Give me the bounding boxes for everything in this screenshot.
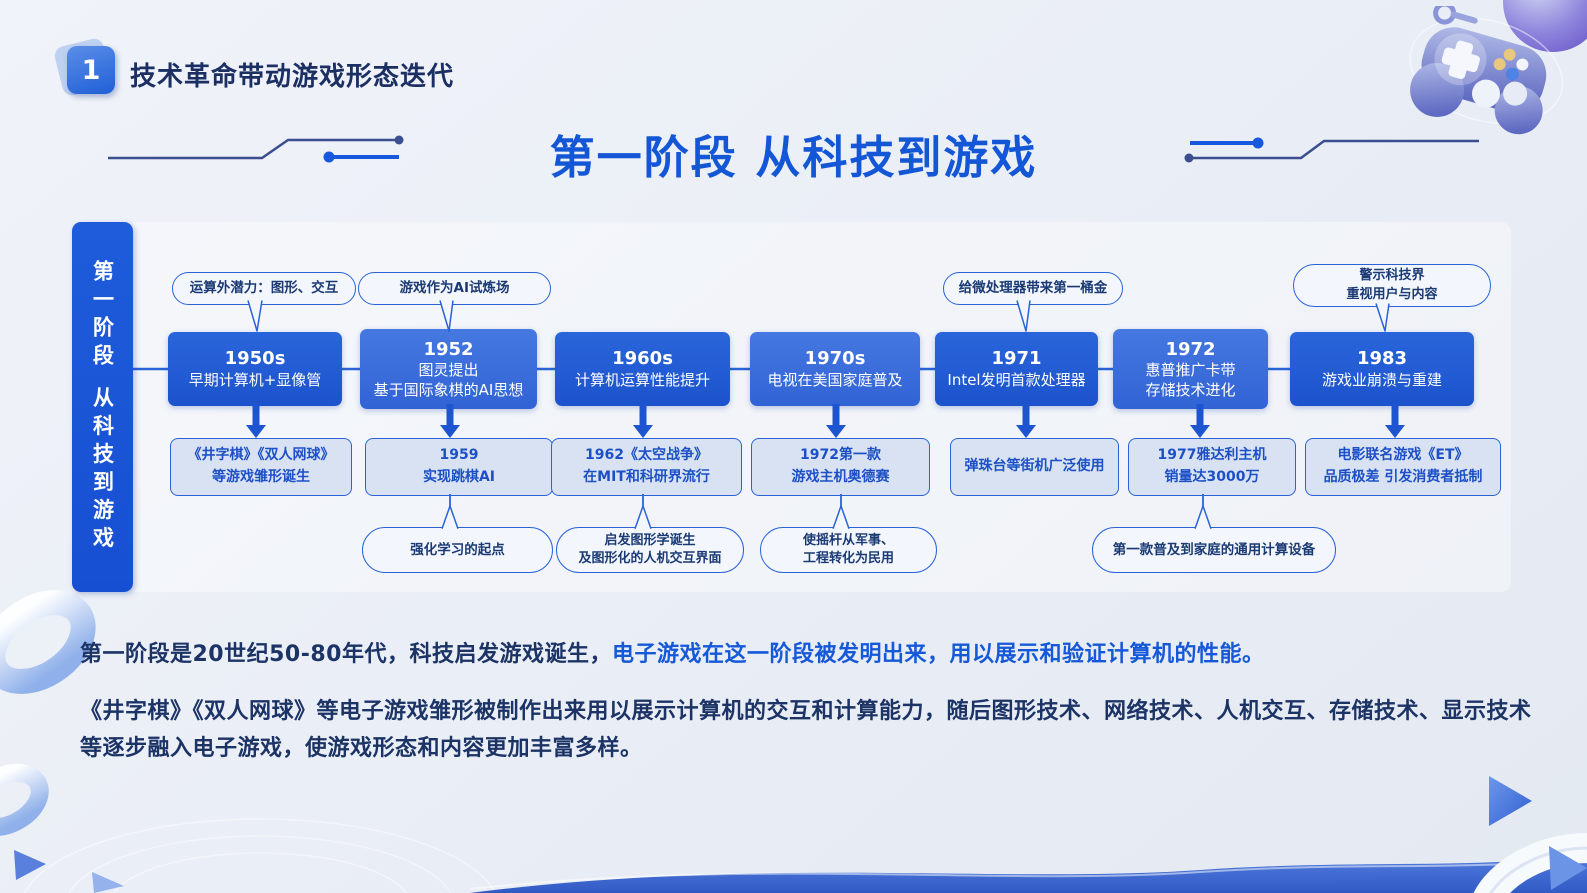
timeline-event-1983: 1983 游戏业崩溃与重建 (1290, 332, 1474, 406)
event-desc: 图灵提出 基于国际象棋的AI思想 (373, 360, 524, 399)
detail-box: 1962《太空战争》 在MIT和科研界流行 (551, 438, 742, 496)
callout-bubble: 游戏作为AI试炼场 (358, 272, 551, 305)
detail-box: 1959 实现跳棋AI (365, 438, 553, 496)
timeline-event-1971: 1971 Intel发明首款处理器 (935, 332, 1098, 406)
triangle-decoration (1489, 776, 1532, 826)
event-year: 1960s (612, 348, 673, 370)
event-year: 1971 (991, 348, 1042, 370)
event-year: 1972 (1165, 338, 1216, 360)
ring-decoration (1467, 833, 1587, 893)
triangle-decoration (1549, 846, 1587, 890)
timeline-event-1972: 1972 惠普推广卡带 存储技术进化 (1113, 329, 1268, 409)
callout-bubble: 警示科技界 重视用户与内容 (1293, 264, 1491, 307)
summary-lead-text: 第一阶段是20世纪50-80年代，科技启发游戏诞生， (80, 642, 612, 667)
triangle-decoration (14, 850, 46, 880)
detail-box: 《井字棋》《双人网球》 等游戏雏形诞生 (170, 438, 352, 496)
wave-band-decoration (470, 854, 1587, 893)
torus-decoration-bottom (0, 763, 49, 837)
detail-box: 电影联名游戏《ET》 品质极差 引发消费者抵制 (1305, 438, 1501, 496)
triangle-decoration (92, 872, 124, 893)
event-desc: 惠普推广卡带 存储技术进化 (1145, 360, 1236, 399)
timeline-event-1970s: 1970s 电视在美国家庭普及 (750, 332, 920, 406)
event-year: 1970s (804, 348, 866, 370)
timeline-event-1960s: 1960s 计算机运算性能提升 (555, 332, 730, 406)
contour-lines-decoration (23, 818, 497, 893)
stage-sidebar: 第一阶段 从科技到游戏 (72, 222, 133, 592)
page-title: 第一阶段 从科技到游戏 (549, 131, 1038, 184)
timeline-event-1950s: 1950s 早期计算机+显像管 (168, 332, 342, 406)
event-year: 1952 (423, 338, 474, 360)
header-title: 技术革命带动游戏形态迭代 (130, 62, 455, 92)
event-year: 1950s (224, 348, 286, 370)
stage-sidebar-label: 第一阶段 从科技到游戏 (90, 259, 115, 555)
dpad-icon (1441, 40, 1481, 80)
summary-paragraph-2: 《井字棋》《双人网球》等电子游戏雏形被制作出来用以展示计算机的交互和计算能力，随… (80, 699, 1532, 762)
event-desc: 游戏业崩溃与重建 (1321, 370, 1442, 389)
summary-highlight-text: 电子游戏在这一阶段被发明出来，用以展示和验证计算机的性能。 (611, 642, 1265, 667)
note-bubble: 启发图形学诞生 及图形化的人机交互界面 (556, 527, 744, 573)
event-year: 1983 (1356, 348, 1408, 370)
controller-sticks-icon (1471, 79, 1528, 108)
game-controller-illustration (1409, 6, 1564, 135)
torus-decoration-top (0, 590, 96, 694)
timeline-event-1952: 1952 图灵提出 基于国际象棋的AI思想 (360, 329, 537, 409)
event-desc: 电视在美国家庭普及 (767, 370, 903, 389)
callout-bubble: 运算外潜力：图形、交互 (172, 272, 356, 305)
note-bubble: 第一款普及到家庭的通用计算设备 (1092, 527, 1336, 573)
header-number-badge: 1 (67, 46, 115, 94)
note-bubble: 使摇杆从军事、 工程转化为民用 (760, 527, 937, 573)
summary-paragraph-1: 第一阶段是20世纪50-80年代，科技启发游戏诞生，电子游戏在这一阶段被发明出来… (80, 636, 1265, 668)
note-bubble: 强化学习的起点 (362, 527, 553, 573)
detail-box: 1977雅达利主机 销量达3000万 (1128, 438, 1296, 496)
event-desc: 早期计算机+显像管 (188, 370, 322, 389)
event-desc: Intel发明首款处理器 (947, 370, 1086, 389)
title-circuit-lines-decoration (108, 135, 1479, 163)
controller-buttons-icon (1493, 48, 1529, 81)
detail-box: 1972第一款 游戏主机奥德赛 (751, 438, 930, 496)
event-desc: 计算机运算性能提升 (574, 370, 710, 389)
sphere-decoration (1503, 0, 1587, 52)
detail-box: 弹珠台等街机广泛使用 (950, 438, 1119, 496)
callout-bubble: 给微处理器带来第一桶金 (943, 272, 1123, 305)
